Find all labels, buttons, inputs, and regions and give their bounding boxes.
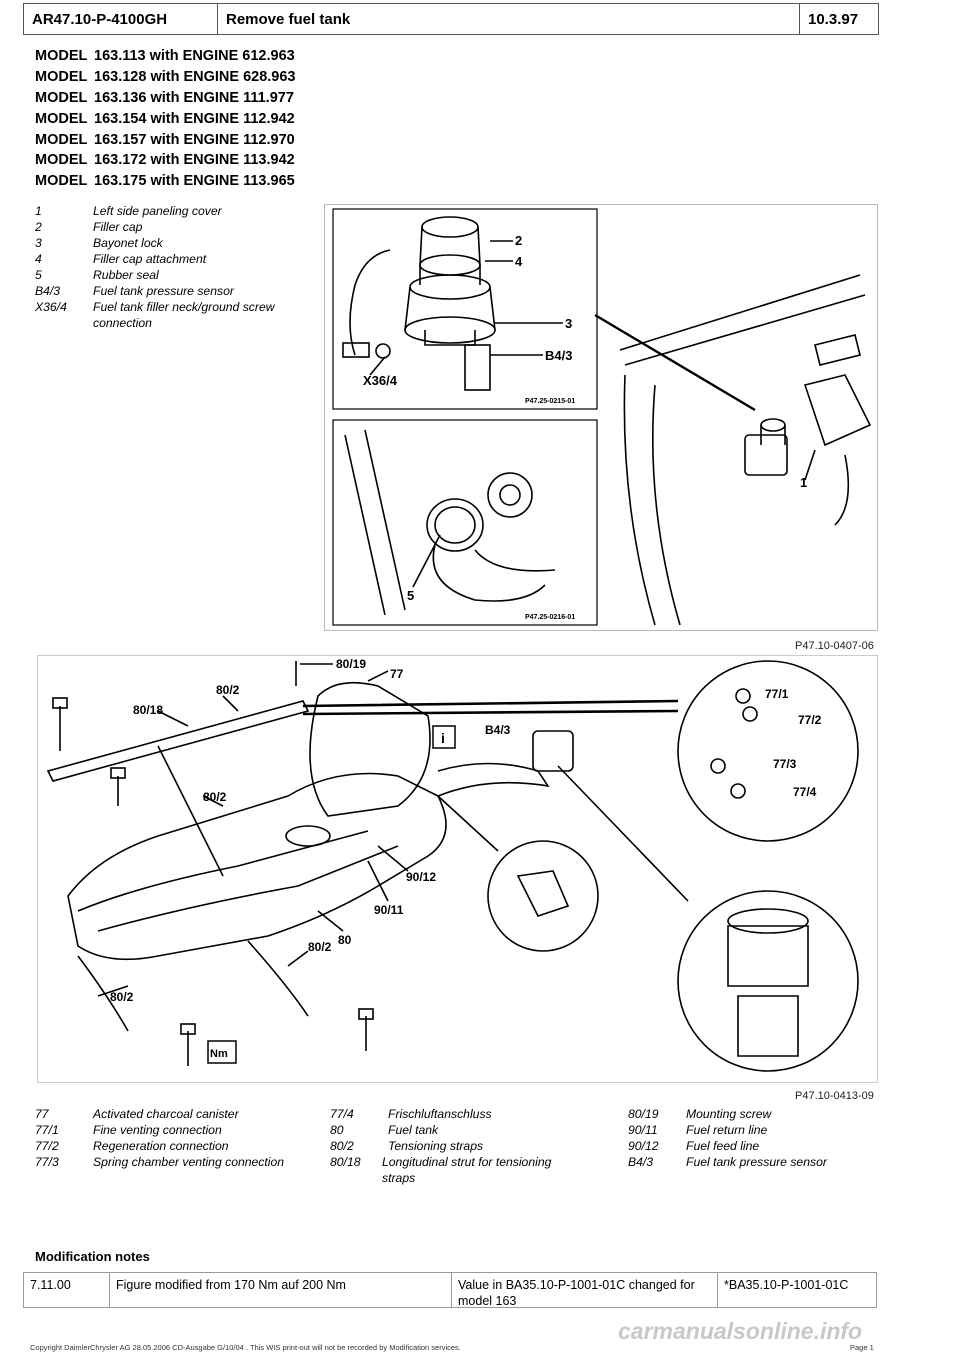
modification-reference: *BA35.10-P-1001-01C — [724, 1278, 849, 1292]
svg-text:B4/3: B4/3 — [545, 348, 572, 363]
inset-filler-cap-frame — [332, 208, 598, 410]
figure1-drawing: 2 4 3 B4/3 X36/4 P47.25-0215-01 5 P47.25… — [332, 208, 872, 626]
modification-table: 7.11.00 Figure modified from 170 Nm auf … — [23, 1272, 877, 1308]
svg-text:80/19: 80/19 — [336, 657, 366, 671]
svg-text:80/2: 80/2 — [203, 790, 227, 804]
svg-text:90/11: 90/11 — [374, 903, 404, 917]
doc-title: Remove fuel tank — [218, 4, 800, 34]
svg-text:P47.25-0216-01: P47.25-0216-01 — [525, 614, 575, 621]
svg-text:B4/3: B4/3 — [485, 723, 511, 737]
figure2-illustration: 80/19 77 80/2 80/18 B4/3 77/1 77/2 77/3 … — [37, 655, 878, 1083]
document-header: AR47.10-P-4100GH Remove fuel tank 10.3.9… — [23, 3, 879, 35]
svg-text:4: 4 — [515, 254, 523, 269]
doc-id: AR47.10-P-4100GH — [24, 4, 218, 34]
svg-text:1: 1 — [800, 475, 807, 490]
svg-text:i: i — [441, 730, 445, 746]
svg-text:77/2: 77/2 — [798, 713, 822, 727]
svg-text:77/3: 77/3 — [773, 757, 797, 771]
svg-text:80: 80 — [338, 933, 352, 947]
svg-text:80/2: 80/2 — [216, 683, 240, 697]
ground-screw — [342, 342, 370, 358]
svg-text:Nm: Nm — [210, 1048, 228, 1060]
svg-text:X36/4: X36/4 — [363, 373, 398, 388]
svg-text:80/2: 80/2 — [110, 990, 134, 1004]
watermark: carmanualsonline.info — [618, 1318, 863, 1344]
figure2-caption: P47.10-0413-09 — [795, 1090, 874, 1102]
doc-date: 10.3.97 — [808, 10, 859, 28]
svg-text:5: 5 — [407, 588, 414, 603]
page-number: Page 1 — [850, 1343, 874, 1352]
inset-circle-canister — [677, 660, 859, 842]
figure1-illustration: 2 4 3 B4/3 X36/4 P47.25-0215-01 5 P47.25… — [324, 204, 878, 631]
svg-text:80/18: 80/18 — [133, 703, 163, 717]
svg-text:2: 2 — [515, 233, 522, 248]
svg-text:77/1: 77/1 — [765, 687, 789, 701]
figure2-drawing: 80/19 77 80/2 80/18 B4/3 77/1 77/2 77/3 … — [46, 657, 859, 1072]
inset-circle-pressure-sensor — [677, 890, 859, 1072]
longitudinal-strut — [46, 700, 310, 782]
modification-description: Figure modified from 170 Nm auf 200 Nm — [110, 1273, 452, 1307]
inset-rubber-seal-frame — [332, 419, 598, 626]
footer-copyright: Copyright DaimlerChrysler AG 28.05.2006 … — [30, 1343, 461, 1352]
modification-value: Value in BA35.10-P-1001-01C changed for … — [452, 1273, 718, 1308]
inset-circle-connector — [487, 840, 599, 952]
fuel-tank-shape — [67, 772, 447, 961]
torque-icon — [207, 1040, 237, 1064]
modification-date: 7.11.00 — [24, 1273, 110, 1307]
svg-text:90/12: 90/12 — [406, 870, 436, 884]
figure1-caption: P47.10-0407-06 — [795, 640, 874, 652]
svg-text:77/4: 77/4 — [793, 785, 817, 799]
svg-text:77: 77 — [390, 667, 404, 681]
modification-heading: Modification notes — [35, 1249, 150, 1264]
svg-text:P47.25-0215-01: P47.25-0215-01 — [525, 398, 575, 405]
svg-text:3: 3 — [565, 316, 572, 331]
charcoal-canister-shape — [309, 681, 431, 817]
svg-text:80/2: 80/2 — [308, 940, 332, 954]
info-icon — [432, 725, 456, 749]
